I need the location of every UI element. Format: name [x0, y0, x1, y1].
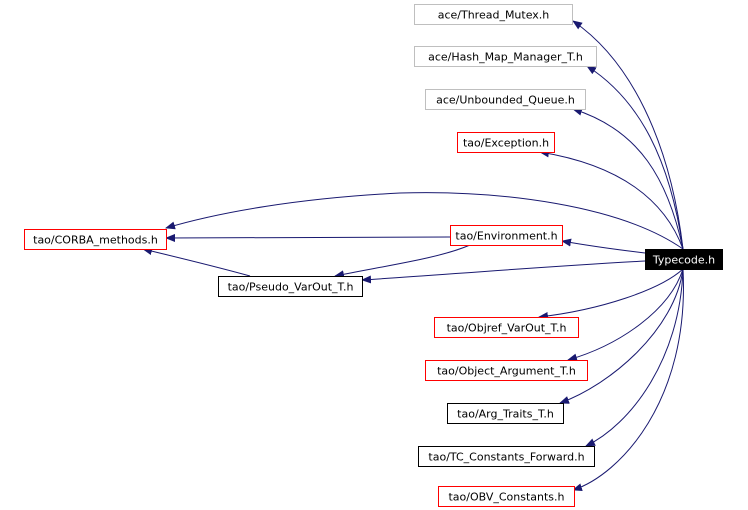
node-argt[interactable]: tao/Arg_Traits_T.h	[447, 403, 564, 424]
node-pvo[interactable]: tao/Pseudo_VarOut_T.h	[218, 276, 363, 297]
node-label: tao/Environment.h	[455, 230, 557, 243]
node-box	[414, 46, 597, 67]
edges-layer	[142, 20, 684, 492]
node-label: tao/CORBA_methods.h	[33, 234, 158, 247]
edge-typecode-to-argt	[559, 268, 684, 404]
edge-typecode-to-env	[561, 238, 646, 254]
node-box	[645, 249, 723, 270]
node-label: tao/OBV_Constants.h	[448, 491, 564, 504]
node-ovo[interactable]: tao/Objref_VarOut_T.h	[434, 317, 579, 338]
node-box	[218, 276, 363, 297]
edge-pvo-to-corba	[142, 247, 251, 277]
edge-typecode-to-hmm	[586, 65, 684, 250]
edge-typecode-to-ubq	[572, 107, 684, 250]
node-box	[425, 360, 588, 381]
node-label: tao/Object_Argument_T.h	[437, 365, 576, 378]
node-box	[450, 225, 563, 246]
node-box	[24, 229, 167, 250]
edge-typecode-to-exc	[539, 149, 684, 250]
node-hmm[interactable]: ace/Hash_Map_Manager_T.h	[414, 46, 597, 67]
node-ubq[interactable]: ace/Unbounded_Queue.h	[425, 89, 586, 110]
node-box	[447, 403, 564, 424]
node-box	[418, 446, 595, 467]
edge-typecode-to-oarg	[567, 268, 684, 362]
node-label: tao/Objref_VarOut_T.h	[447, 322, 567, 335]
node-box	[425, 89, 586, 110]
edge-env-to-corba	[165, 233, 451, 242]
node-box	[414, 4, 573, 25]
node-tcf[interactable]: tao/TC_Constants_Forward.h	[418, 446, 595, 467]
node-box	[457, 132, 555, 153]
node-obv[interactable]: tao/OBV_Constants.h	[438, 486, 575, 507]
edge-typecode-to-tcf	[585, 268, 684, 447]
node-oarg[interactable]: tao/Object_Argument_T.h	[425, 360, 588, 381]
node-label: tao/Arg_Traits_T.h	[457, 408, 554, 421]
node-label: tao/Exception.h	[463, 137, 549, 150]
node-box	[438, 486, 575, 507]
node-corba[interactable]: tao/CORBA_methods.h	[24, 229, 167, 250]
edge-typecode-to-mutex	[572, 20, 684, 250]
edge-env-to-pvo	[334, 244, 471, 279]
nodes-layer: ace/Thread_Mutex.h ace/Hash_Map_Manager_T…	[24, 4, 723, 507]
edge-typecode-to-ovo	[538, 268, 684, 320]
node-label: tao/Pseudo_VarOut_T.h	[228, 281, 354, 294]
node-label: Typecode.h	[652, 254, 715, 267]
node-box	[434, 317, 579, 338]
node-exc[interactable]: tao/Exception.h	[457, 132, 555, 153]
node-typecode[interactable]: Typecode.h	[645, 249, 723, 270]
edge-typecode-to-corba	[165, 192, 684, 250]
node-label: ace/Thread_Mutex.h	[438, 9, 550, 22]
node-label: ace/Unbounded_Queue.h	[436, 94, 575, 107]
node-label: tao/TC_Constants_Forward.h	[428, 451, 584, 464]
node-mutex[interactable]: ace/Thread_Mutex.h	[414, 4, 573, 25]
node-label: ace/Hash_Map_Manager_T.h	[428, 51, 583, 64]
edge-typecode-to-pvo	[361, 260, 646, 284]
edge-typecode-to-obv	[572, 268, 684, 492]
node-env[interactable]: tao/Environment.h	[450, 225, 563, 246]
